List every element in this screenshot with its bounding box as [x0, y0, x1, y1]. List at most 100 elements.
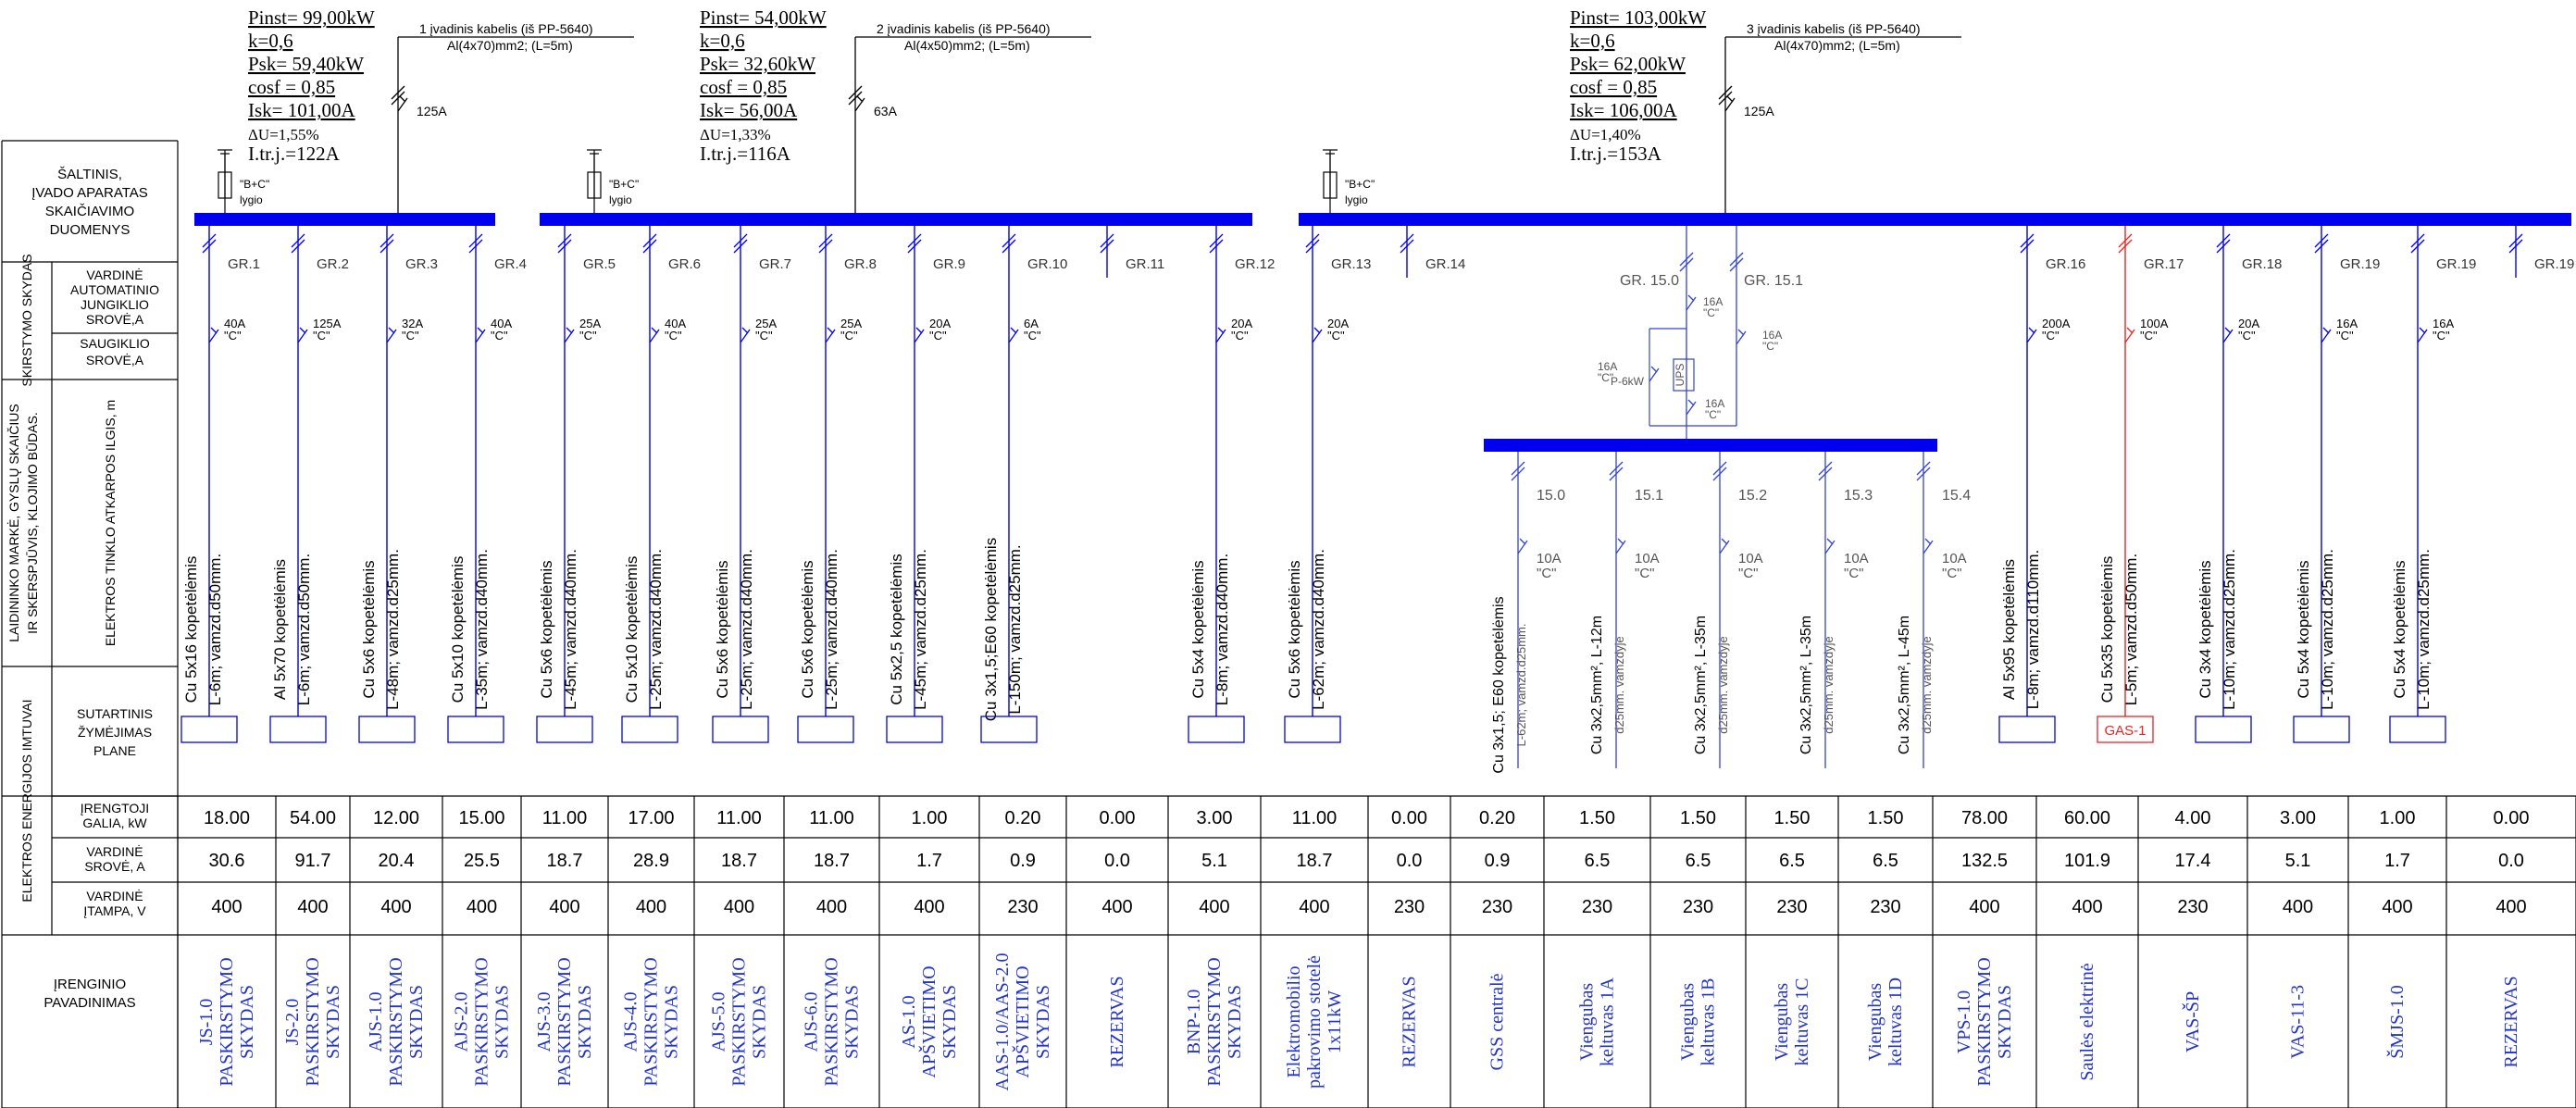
tick-mark	[1400, 239, 1414, 254]
tick-mark	[642, 239, 657, 254]
busbar-section-1	[194, 213, 495, 226]
breaker-cross	[399, 95, 406, 103]
tick-mark	[2118, 233, 2133, 248]
fuse-current-label: SAUGIKLIO	[80, 336, 150, 351]
device-name: Viengubas	[1678, 983, 1699, 1062]
calc-value: Pinst= 54,00kW	[700, 6, 827, 29]
rated-current-value: 0.0	[1397, 851, 1423, 871]
breaker-symbol	[2222, 329, 2234, 343]
plan-marker	[1284, 716, 1341, 743]
calc-value: I.tr.j.=153A	[1570, 143, 1662, 165]
tick-mark	[848, 91, 863, 106]
breaker-cross	[2322, 327, 2330, 334]
installed-power-value: 17.00	[628, 808, 674, 828]
rated-current-value: 91.7	[295, 851, 331, 871]
cable-length: L-8m; vamzd.d110mm.	[2024, 550, 2042, 710]
tick-mark	[1916, 467, 1931, 481]
calc-value: Psk= 62,00kW	[1570, 53, 1686, 75]
installed-power-value: 18.00	[204, 808, 250, 828]
breaker-rating: 32A	[402, 317, 423, 330]
incoming-cable-label: 1 įvadinis kabelis (iš PP-5640)	[419, 21, 593, 36]
device-name: PASKIRSTYMO	[641, 957, 662, 1086]
rated-voltage-value: 400	[211, 897, 242, 917]
breaker-cross	[566, 327, 573, 334]
breaker-characteristic: "C"	[402, 329, 419, 342]
tick-mark	[1511, 461, 1525, 476]
breaker-cross	[388, 327, 395, 334]
breaker-cross	[1617, 538, 1624, 545]
device-name: SKYDAS	[575, 985, 595, 1059]
spd-level: lygio	[1345, 193, 1368, 206]
device-name: keltuvas 1B	[1699, 978, 1719, 1066]
tick-mark	[391, 85, 405, 100]
breaker-symbol	[1215, 329, 1226, 343]
device-name: REZERVAS	[1400, 976, 1420, 1067]
rated-voltage-value: 400	[2283, 897, 2313, 917]
installed-power-value: 1.50	[1774, 808, 1811, 828]
tick-mark	[1729, 252, 1744, 267]
breaker-cross	[1737, 329, 1745, 336]
rated-voltage-value: 400	[2072, 897, 2102, 917]
cable-type: Cu 5x4 kopetėlėmis	[2391, 560, 2408, 698]
device-name: Elektromobilio	[1284, 965, 1304, 1077]
breaker-symbol	[208, 329, 219, 343]
cable-type: Cu 5x35 kopetėlėmis	[2098, 556, 2116, 703]
sub-breaker-rating: 10A	[1738, 551, 1763, 566]
plan-marking-label: ŽYMĖJIMAS	[78, 724, 152, 740]
installed-power-value: 60.00	[2064, 808, 2110, 828]
breaker-characteristic: "C"	[224, 329, 242, 342]
tick-mark	[1609, 467, 1624, 481]
breaker-rating: 6A	[1024, 317, 1039, 330]
calc-value: ΔU=1,55%	[248, 126, 319, 143]
calc-value: k=0,6	[248, 30, 293, 52]
plan-marker	[536, 716, 593, 743]
breaker-rating: 40A	[491, 317, 512, 330]
breaker-characteristic: "C"	[929, 329, 947, 342]
sub-breaker-rating: 10A	[1537, 551, 1562, 566]
rated-voltage-value: 400	[380, 897, 411, 917]
installed-power-value: 1.00	[912, 808, 948, 828]
device-name: SKYDAS	[323, 985, 343, 1059]
breaker-symbol	[1517, 540, 1528, 554]
group-label: GR.8	[844, 256, 877, 272]
cable-length: L-5m; vamzd.d50mm.	[2122, 554, 2140, 705]
cable-type: Cu 5x6 kopetėlėmis	[799, 560, 816, 698]
device-name: Viengubas	[1865, 983, 1885, 1062]
breaker-symbol	[386, 329, 397, 343]
device-name: VPS-1.0	[1954, 990, 1974, 1053]
sub-breaker-char: "C"	[1844, 566, 1863, 581]
installed-power-value: 78.00	[1961, 808, 2008, 828]
device-name: REZERVAS	[1107, 976, 1127, 1067]
cable-type: Cu 3x2,5mm², L-35m	[1693, 616, 1709, 754]
plan-marker	[621, 716, 678, 743]
source-label: ŠALTINIS,	[57, 167, 122, 182]
calc-value: I.tr.j.=116A	[700, 143, 791, 165]
cable-type: Cu 3x4 kopetėlėmis	[2196, 560, 2214, 698]
rated-voltage-value: 230	[1394, 897, 1425, 917]
plan-marker	[2097, 716, 2154, 743]
rated-current-value: 6.5	[1686, 851, 1711, 871]
breaker-cross	[1687, 294, 1695, 302]
tick-mark	[1609, 461, 1624, 476]
sub-breaker-char: "C"	[1942, 566, 1961, 581]
installed-power-value: 11.00	[809, 808, 854, 828]
tick-mark	[291, 239, 305, 254]
calc-value: k=0,6	[700, 30, 745, 52]
plan-marker	[1188, 716, 1245, 743]
rated-voltage-value: 400	[724, 897, 754, 917]
breaker-cross	[2028, 327, 2035, 334]
tick-mark	[733, 239, 748, 254]
device-name: SKYDAS	[940, 985, 960, 1059]
tick-mark	[642, 233, 657, 248]
breaker-symbol	[564, 329, 575, 343]
tick-mark	[1712, 461, 1727, 476]
cable-length: d25mm. vamzdyje	[1612, 636, 1626, 733]
breaker-characteristic: "C"	[840, 329, 858, 342]
device-name: SKYDAS	[1225, 985, 1245, 1059]
plan-marker	[980, 716, 1038, 743]
group-label: GR.3	[405, 256, 438, 272]
rated-current-value: 5.1	[1201, 851, 1227, 871]
spd-class: "B+C"	[1345, 178, 1375, 191]
group-label: GR.2	[317, 256, 349, 272]
device-name: JS-2.0	[282, 999, 303, 1046]
